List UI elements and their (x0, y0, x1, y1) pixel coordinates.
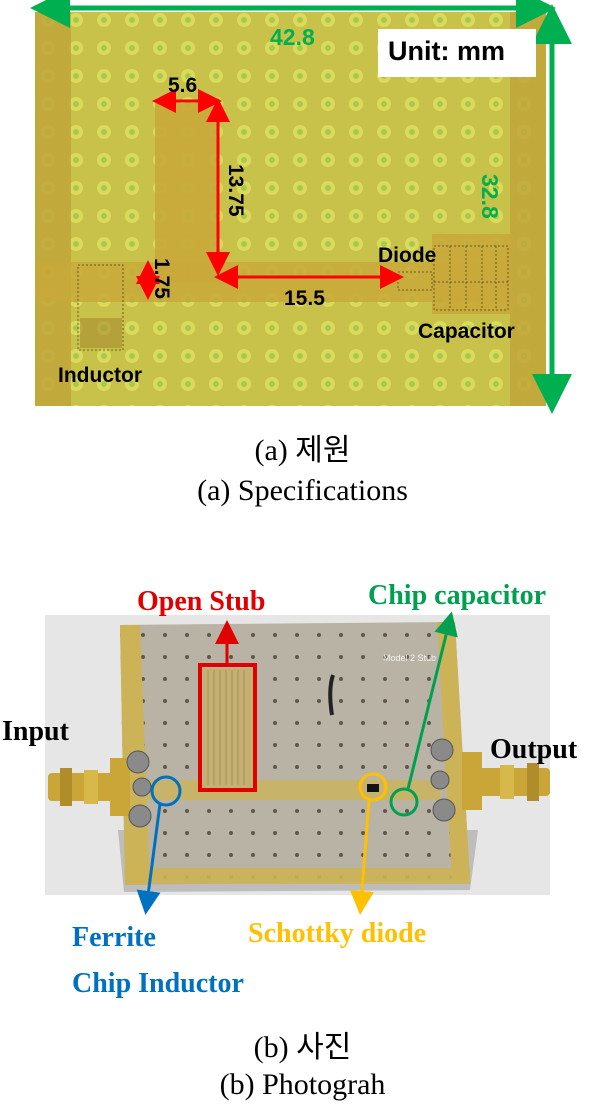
output-label: Output (490, 734, 578, 765)
unit-box (378, 29, 536, 77)
caption-a-english: (a) Specifications (197, 474, 408, 507)
capacitor-label: Capacitor (418, 320, 515, 343)
ferrite-inductor-arrow (136, 803, 162, 915)
unit-label: Unit: mm (388, 36, 505, 66)
capacitor-outline (433, 245, 509, 311)
input-connector (48, 758, 130, 816)
layout-drawing: Unit: mm 42.8 32.8 5.6 13.75 1.75 15.5 D… (0, 0, 605, 420)
open-stub (155, 103, 218, 283)
board-print-text: Model 2 Stub (383, 653, 437, 663)
caption-b-korean: (b) 사진 (253, 1031, 352, 1064)
stub-width-label: 5.6 (168, 74, 198, 97)
line-length-label: 15.5 (284, 287, 325, 310)
input-label: Input (2, 716, 69, 747)
ferrite-label-line2: Chip Inductor (72, 968, 244, 999)
schottky-diode-highlight (358, 772, 388, 802)
overall-height-label: 32.8 (477, 174, 503, 219)
ferrite-inductor-highlight (150, 775, 182, 807)
caption-b-english: (b) Photograh (219, 1068, 386, 1101)
caption-a-korean: (a) 제원 (254, 434, 351, 467)
diode-outline (397, 271, 433, 291)
schottky-diode-arrow (349, 799, 374, 915)
output-connector (462, 752, 550, 810)
overall-width-label: 42.8 (270, 24, 315, 50)
ferrite-label-line1: Ferrite (72, 922, 156, 953)
open-stub-label: Open Stub (137, 586, 266, 617)
diode-label: Diode (378, 244, 437, 267)
chip-capacitor-highlight (389, 787, 419, 817)
stub-length-label: 13.75 (224, 164, 247, 217)
inductor-outline (77, 264, 124, 351)
chip-capacitor-label: Chip capacitor (368, 580, 547, 611)
photograph: Model 2 Stub Open Stub Chip capacitor In… (0, 580, 605, 1020)
line-width-label: 1.75 (150, 258, 173, 299)
schottky-diode-label: Schottky diode (248, 918, 427, 949)
inductor-label: Inductor (58, 364, 142, 387)
chip-capacitor-arrow (406, 611, 458, 790)
